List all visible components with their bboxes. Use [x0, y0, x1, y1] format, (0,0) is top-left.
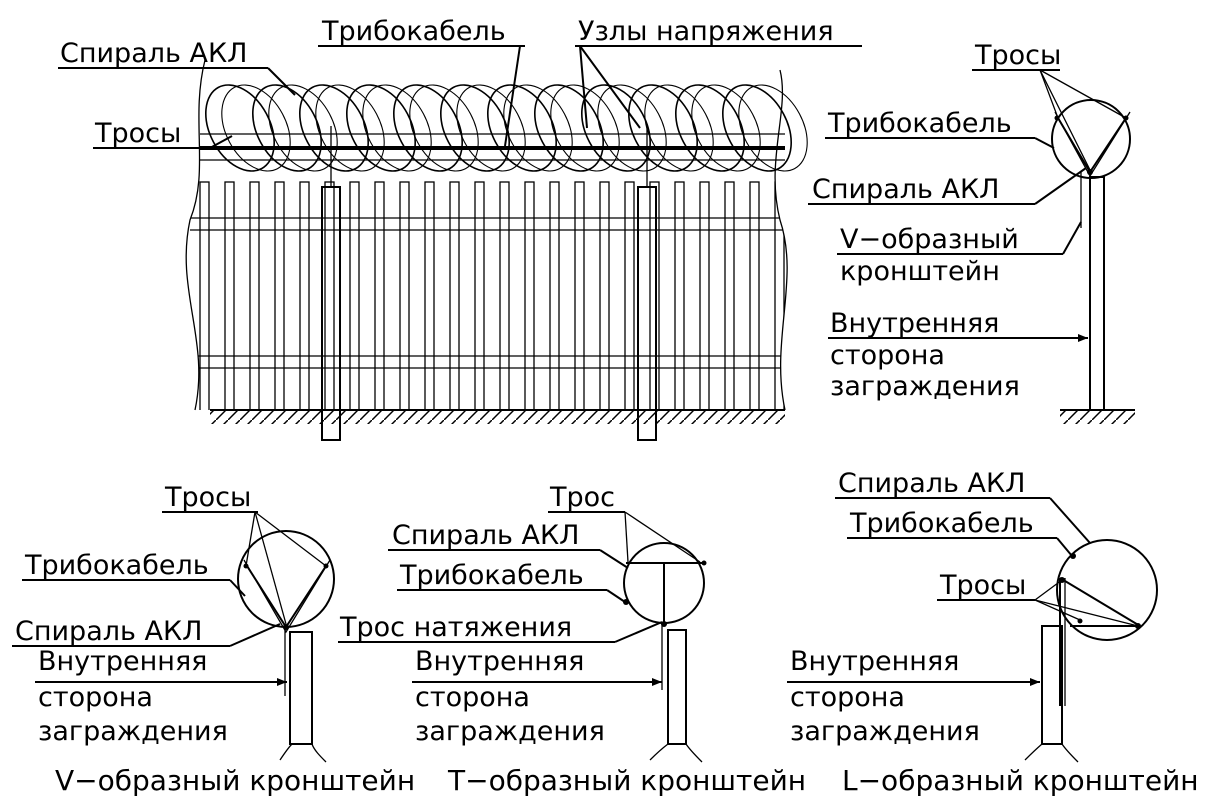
spiral-coil — [738, 84, 808, 172]
spiral-coil — [487, 84, 557, 172]
spiral-coil — [581, 84, 651, 172]
fence-pickets — [190, 181, 788, 410]
caption: V−образный кронштейн — [55, 764, 415, 797]
label-spiral: Спираль АКЛ — [812, 174, 999, 205]
label-inner-2: сторона — [38, 682, 153, 713]
spiral-coil — [722, 84, 792, 172]
label-tribocable: Трибокабель — [827, 108, 1012, 139]
label-spiral: Спираль АКЛ — [838, 468, 1025, 499]
spiral-coil — [675, 84, 745, 172]
label-bracket-2: кронштейн — [840, 256, 1000, 287]
fence-picket — [649, 181, 660, 410]
fence-picket — [499, 181, 510, 410]
l-bracket-detail: Спираль АКЛ Трибокабель Тросы Внутренняя… — [787, 468, 1199, 797]
spiral-coil — [440, 84, 510, 172]
fence-picket — [199, 181, 210, 410]
spiral-coil — [205, 84, 275, 172]
spiral-coil — [346, 84, 416, 172]
fence-picket — [449, 181, 460, 410]
fence-picket — [474, 181, 485, 410]
label-inner-3: заграждения — [38, 716, 228, 747]
spiral-coil — [691, 84, 761, 172]
fence-picket — [424, 181, 435, 410]
post — [1041, 625, 1063, 745]
caption: L−образный кронштейн — [842, 764, 1199, 797]
label-inner-1: Внутренняя — [830, 308, 999, 339]
fence-picket — [374, 181, 385, 410]
spiral-circle — [1051, 99, 1131, 179]
fence-picket — [624, 181, 635, 410]
label-tribocable: Трибокабель — [849, 508, 1034, 539]
label-spiral: Спираль АКЛ — [60, 38, 247, 69]
label-bracket-1: V−образный — [840, 224, 1019, 255]
label-tribocable: Трибокабель — [24, 550, 209, 581]
label-tribocable: Трибокабель — [321, 16, 506, 47]
break-line-right — [774, 69, 788, 411]
post — [667, 629, 687, 745]
fence-picket — [349, 181, 360, 410]
fence-picket — [699, 181, 710, 410]
label-spiral: Спираль АКЛ — [15, 616, 202, 647]
fence-elevation: Спираль АКЛ Трибокабель Узлы напряжения … — [58, 16, 862, 441]
label-cables: Тросы — [939, 570, 1026, 601]
fence-picket — [224, 181, 235, 410]
label-inner-2: сторона — [830, 340, 945, 371]
label-inner-2: сторона — [415, 682, 530, 713]
label-inner-1: Внутренняя — [790, 646, 959, 677]
fence-picket — [674, 181, 685, 410]
spiral-coil — [550, 84, 620, 172]
t-bracket-detail: Трос Спираль АКЛ Трибокабель Трос натяже… — [338, 482, 806, 797]
post — [289, 631, 313, 745]
label-tension-cable: Трос натяжения — [339, 612, 572, 643]
label-inner-3: заграждения — [830, 371, 1020, 402]
post — [1089, 176, 1105, 411]
label-inner-1: Внутренняя — [38, 646, 207, 677]
fence-picket — [324, 181, 335, 410]
label-spiral: Спираль АКЛ — [392, 520, 579, 551]
fence-picket — [549, 181, 560, 410]
label-inner-3: заграждения — [415, 716, 605, 747]
spiral-coil — [393, 84, 463, 172]
label-inner-2: сторона — [790, 682, 905, 713]
spiral-coil — [503, 84, 573, 172]
fence-picket — [524, 181, 535, 410]
spiral-coil — [409, 84, 479, 172]
spiral-coil — [534, 84, 604, 172]
ground-hatch — [210, 410, 785, 424]
label-cable: Трос — [549, 482, 615, 513]
spiral-circle — [1056, 539, 1158, 641]
fence-picket — [399, 181, 410, 410]
spiral-coil — [362, 84, 432, 172]
spiral-coil — [221, 84, 291, 172]
label-cables: Тросы — [164, 482, 251, 513]
spiral-coil — [268, 84, 338, 172]
spiral-coil — [456, 84, 526, 172]
fence-picket — [274, 181, 285, 410]
label-tension-nodes: Узлы напряжения — [578, 16, 834, 47]
spiral-coil — [315, 84, 385, 172]
spiral-coil — [299, 84, 369, 172]
spiral-coil — [252, 84, 322, 172]
fence-picket — [299, 181, 310, 410]
label-inner-3: заграждения — [790, 716, 980, 747]
fence-picket — [599, 181, 610, 410]
side-view-v-bracket: Тросы Трибокабель Спираль АКЛ V−образный… — [808, 40, 1135, 424]
label-tribocable: Трибокабель — [399, 560, 584, 591]
spiral-coil — [628, 84, 698, 172]
v-bracket-detail: Тросы Трибокабель Спираль АКЛ Внутренняя… — [12, 482, 415, 797]
razor-spiral — [205, 84, 808, 172]
label-cables: Тросы — [974, 40, 1061, 71]
spiral-coil — [644, 84, 714, 172]
label-cables: Тросы — [94, 118, 181, 149]
fence-picket — [749, 181, 760, 410]
fence-picket — [724, 181, 735, 410]
fence-picket — [249, 181, 260, 410]
spiral-circle — [237, 530, 335, 628]
fence-picket — [574, 181, 585, 410]
label-inner-1: Внутренняя — [415, 646, 584, 677]
break-line-left — [185, 59, 206, 411]
caption: T−образный кронштейн — [447, 764, 806, 797]
